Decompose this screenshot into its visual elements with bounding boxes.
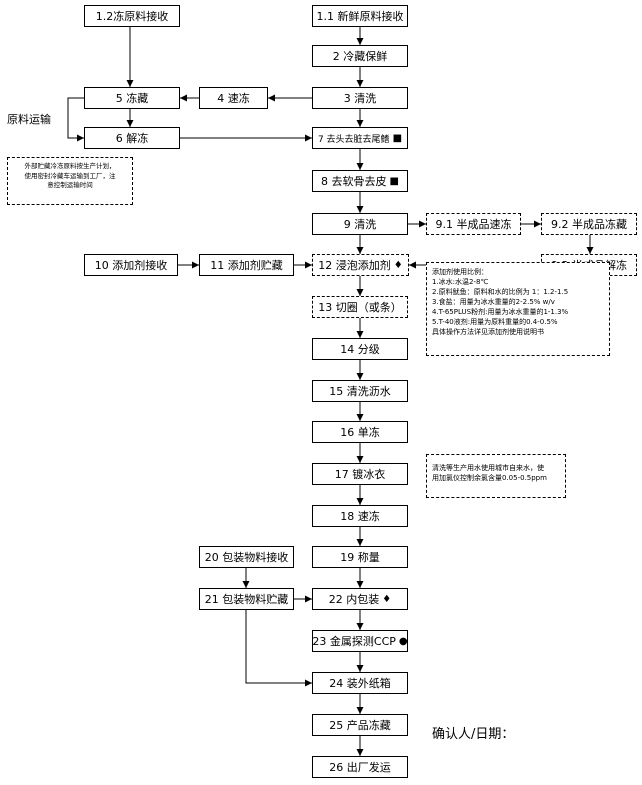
node-15-wash-drain: 15 清洗沥水	[312, 380, 408, 402]
node-15-label: 15 清洗沥水	[329, 385, 391, 398]
node-14-label: 14 分级	[340, 343, 380, 356]
node-22-inner-packing: 22 内包装♦	[312, 588, 408, 610]
node-16-single-freeze: 16 单冻	[312, 421, 408, 443]
node-11-label: 11 添加剂贮藏	[210, 259, 283, 272]
additive-usage-note: 添加剂使用比例： 1.冰水:水温2-8℃ 2.原料鱿鱼：原料和水的比例为 1：1…	[426, 262, 610, 356]
additive-note-line-1: 添加剂使用比例：	[432, 268, 488, 276]
arrow-21-to-24	[245, 610, 312, 687]
node-6-thawing: 6 解冻	[84, 127, 180, 149]
node-24-label: 24 装外纸箱	[329, 677, 391, 690]
diamond-marker-icon: ♦	[382, 593, 392, 605]
node-1-2-frozen-raw-receiving: 1.2冻原料接收	[84, 5, 180, 27]
transport-note-line-1: 外部贮藏冷冻原料按生产计划，	[24, 162, 116, 170]
water-note-line-1: 清洗等生产用水使用城市自来水，使	[432, 464, 544, 472]
square-marker-icon: ■	[392, 132, 403, 144]
node-4-quick-freeze: 4 速冻	[199, 87, 268, 109]
node-26-shipping: 26 出厂发运	[312, 756, 408, 778]
node-9-label: 9 清洗	[343, 218, 377, 231]
node-6-label: 6 解冻	[115, 132, 149, 145]
node-21-label: 21 包装物料贮藏	[204, 593, 289, 606]
node-1-1-fresh-raw-receiving: 1.1 新鲜原料接收	[312, 5, 408, 27]
confirm-person-date-label: 确认人/日期：	[432, 727, 515, 742]
node-1-2-label: 1.2冻原料接收	[95, 10, 169, 23]
node-10-additive-receiving: 10 添加剂接收	[84, 254, 178, 276]
node-24-outer-carton: 24 装外纸箱	[312, 672, 408, 694]
node-16-label: 16 单冻	[340, 426, 380, 439]
transport-note-line-2: 使用密封冷藏车运输到工厂，注	[24, 171, 116, 180]
circle-marker-icon: ●	[398, 635, 408, 647]
transport-note: 外部贮藏冷冻原料按生产计划， 使用密封冷藏车运输到工厂，注 意控制运输时间	[7, 157, 133, 205]
additive-note-line-7: 具体操作方法详见添加剂使用说明书	[432, 328, 544, 336]
additive-note-line-4: 3.食盐：用量为冰水重量的2-2.5% w/v	[432, 298, 555, 306]
node-25-label: 25 产品冻藏	[329, 719, 391, 732]
water-note-line-2: 用加氯仪控制余氯含量0.05-0.5ppm	[432, 474, 547, 482]
node-9-2-label: 9.2 半成品冻藏	[551, 218, 627, 231]
node-17-ice-glazing: 17 镀冰衣	[312, 463, 408, 485]
node-2-label: 2 冷藏保鲜	[332, 50, 388, 63]
node-20-packaging-receiving: 20 包装物料接收	[199, 546, 294, 568]
node-8-label: 8 去软骨去皮	[321, 175, 387, 188]
node-8-remove-cartilage-skin: 8 去软骨去皮■	[312, 170, 408, 192]
node-14-grading: 14 分级	[312, 338, 408, 360]
node-17-label: 17 镀冰衣	[334, 468, 386, 481]
node-26-label: 26 出厂发运	[329, 761, 391, 774]
node-2-chilled-storage: 2 冷藏保鲜	[312, 45, 408, 67]
node-7-remove-head-viscera-fins: 7 去头去脏去尾鳍■	[312, 127, 408, 149]
node-25-product-frozen-storage: 25 产品冻藏	[312, 714, 408, 736]
diamond-marker-icon: ♦	[393, 259, 403, 271]
node-7-label: 7 去头去脏去尾鳍	[317, 134, 390, 145]
node-23-metal-detection-ccp: 23 金属探测CCP●	[312, 630, 408, 652]
transport-note-line-3: 意控制运输时间	[47, 181, 93, 189]
node-20-label: 20 包装物料接收	[204, 551, 289, 564]
node-19-label: 19 称量	[340, 551, 380, 564]
square-marker-icon: ■	[389, 175, 399, 187]
node-9-washing: 9 清洗	[312, 213, 408, 235]
node-5-label: 5 冻藏	[115, 92, 149, 105]
node-4-label: 4 速冻	[217, 92, 250, 105]
node-19-weighing: 19 称量	[312, 546, 408, 568]
node-12-label: 12 浸泡添加剂	[318, 259, 391, 272]
node-5-frozen-storage: 5 冻藏	[84, 87, 180, 109]
arrow-transport-loop	[67, 97, 84, 142]
node-13-label: 13 切圈（或条）	[318, 301, 402, 314]
additive-note-line-5: 4.T-65PLUS粉剂:用量为冰水重量的1-1.3%	[432, 308, 569, 316]
additive-note-line-3: 2.原料鱿鱼：原料和水的比例为 1：1.2-1.5	[432, 288, 569, 296]
node-18-quick-freeze: 18 速冻	[312, 505, 408, 527]
raw-transport-label: 原料运输	[7, 113, 51, 126]
node-9-2-semi-frozen-storage: 9.2 半成品冻藏	[541, 213, 637, 235]
water-usage-note: 清洗等生产用水使用城市自来水，使 用加氯仪控制余氯含量0.05-0.5ppm	[426, 454, 566, 498]
node-22-label: 22 内包装	[328, 593, 380, 606]
node-23-label: 23 金属探测CCP	[312, 635, 396, 648]
node-11-additive-storage: 11 添加剂贮藏	[199, 254, 294, 276]
node-10-label: 10 添加剂接收	[94, 259, 168, 272]
node-3-label: 3 清洗	[343, 92, 377, 105]
additive-note-line-6: 5.T-40液剂:用量为原料重量的0.4-0.5%	[432, 318, 558, 326]
node-3-washing: 3 清洗	[312, 87, 408, 109]
node-21-packaging-storage: 21 包装物料贮藏	[199, 588, 294, 610]
node-1-1-label: 1.1 新鲜原料接收	[316, 10, 404, 23]
node-13-cutting-rings: 13 切圈（或条）	[312, 296, 408, 318]
node-9-1-label: 9.1 半成品速冻	[435, 218, 512, 231]
node-12-additive-soaking: 12 浸泡添加剂♦	[312, 254, 409, 276]
additive-note-line-2: 1.冰水:水温2-8℃	[432, 278, 489, 286]
node-9-1-semi-quick-freeze: 9.1 半成品速冻	[426, 213, 521, 235]
node-18-label: 18 速冻	[340, 510, 380, 523]
